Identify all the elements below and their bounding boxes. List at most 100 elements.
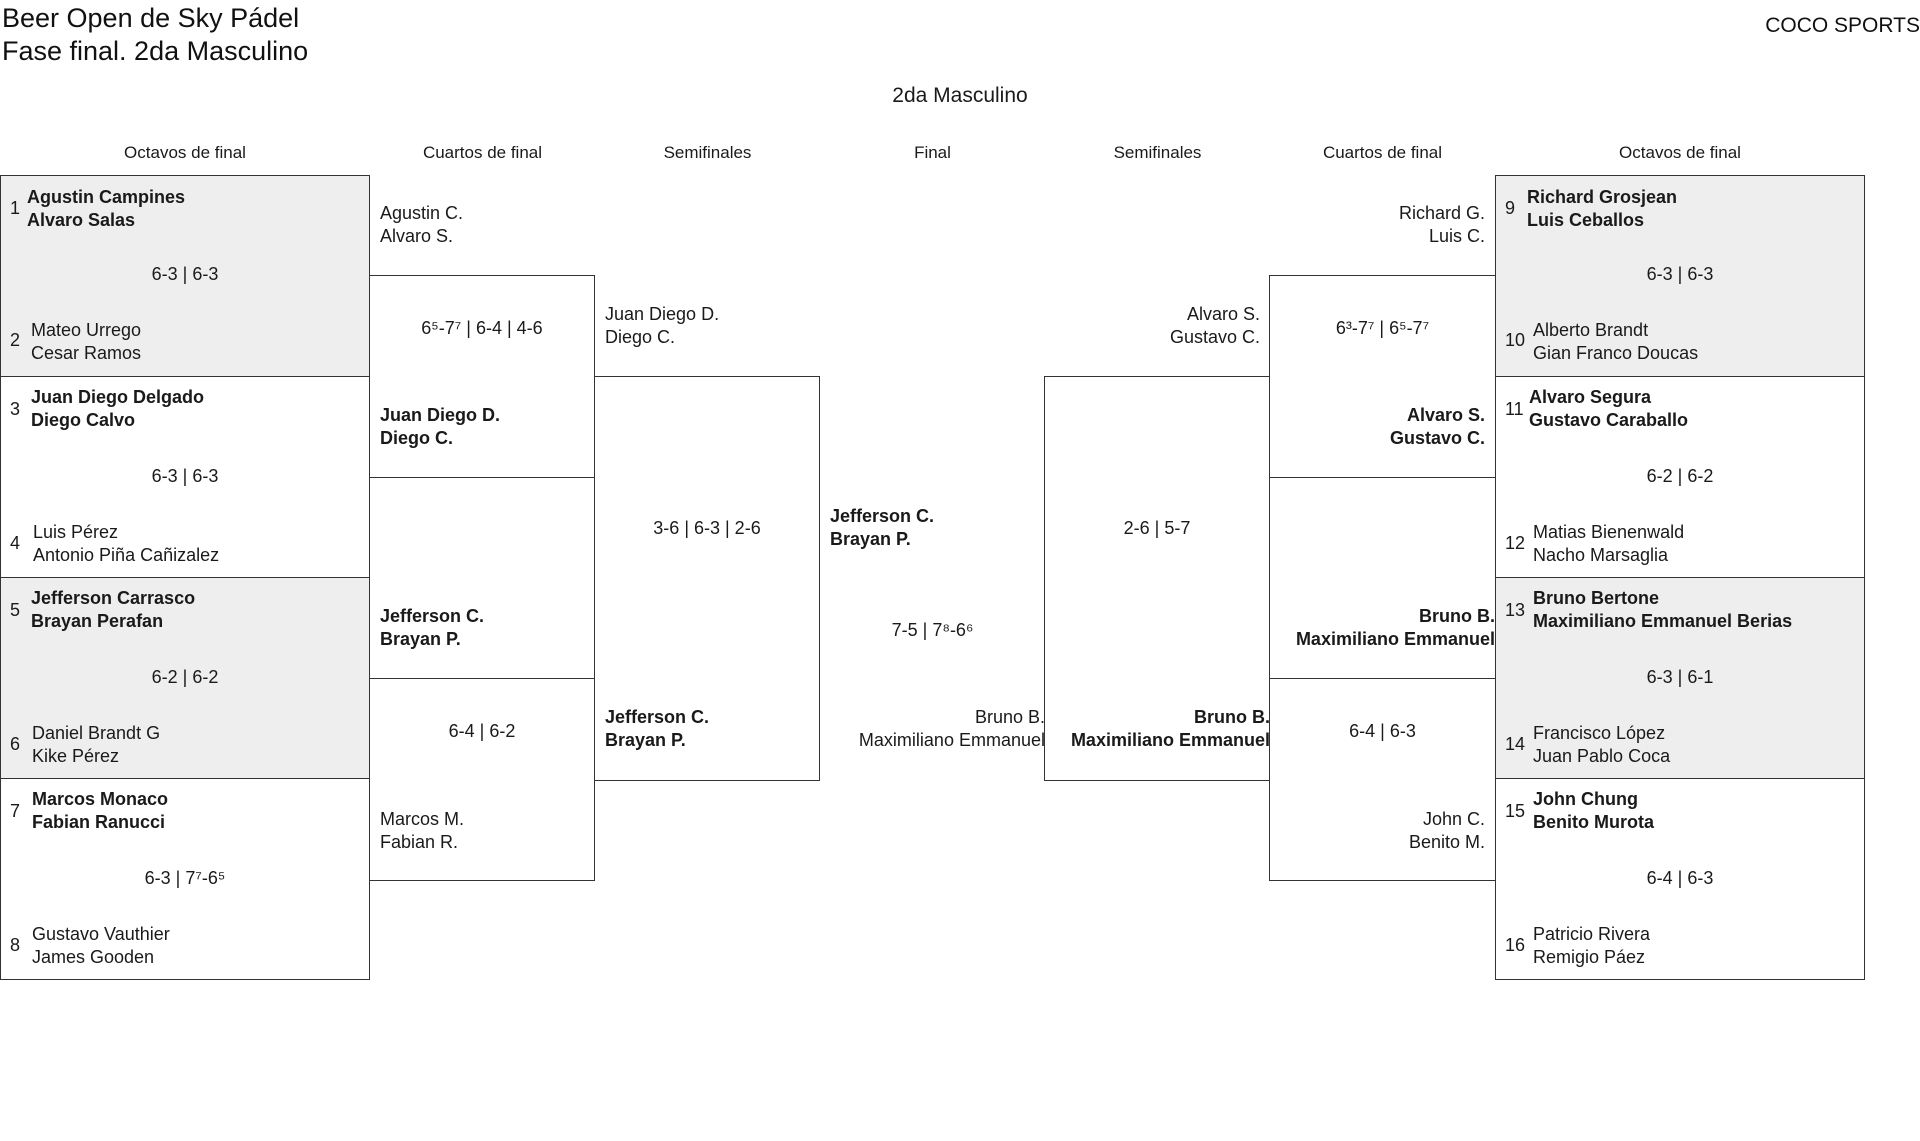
seed-number: 13: [1505, 600, 1526, 620]
team-winner[interactable]: Agustin Campines Alvaro Salas: [27, 186, 185, 232]
team-champion[interactable]: Jefferson C. Brayan P.: [830, 505, 934, 551]
team-loser[interactable]: Richard G. Luis C.: [1269, 202, 1485, 248]
seed-number: 3: [10, 399, 21, 419]
team-loser[interactable]: Alvaro S. Gustavo C.: [1044, 303, 1260, 349]
player-name: Cesar Ramos: [31, 343, 142, 363]
player-name: Juan Diego Delgado: [31, 387, 205, 407]
team-winner[interactable]: Alvaro S. Gustavo C.: [1269, 404, 1485, 450]
player-name: Gustavo C.: [1169, 327, 1260, 347]
player-name: Brayan P.: [830, 529, 911, 549]
player-name: John C.: [1422, 809, 1485, 829]
round-header-final: Final: [914, 143, 951, 162]
player-name: Bruno Bertone: [1533, 588, 1659, 608]
team-winner[interactable]: Richard Grosjean Luis Ceballos: [1527, 186, 1677, 232]
match-score: 6-3 | 6-3: [1646, 264, 1714, 284]
match-score: 6-2 | 6-2: [1646, 466, 1714, 486]
player-name: Alvaro S.: [380, 226, 454, 246]
player-name: Bruno B.: [974, 707, 1045, 727]
match-score: 6-3 | 6-1: [1646, 667, 1714, 687]
match-box-octavos-left-3[interactable]: [0, 577, 370, 779]
round-header-octavos-left: Octavos de final: [124, 143, 246, 162]
match-score: 6-4 | 6-3: [1646, 868, 1714, 888]
match-score: 2-6 | 5-7: [1123, 518, 1191, 538]
team-loser[interactable]: Mateo Urrego Cesar Ramos: [31, 319, 141, 365]
match-score: 6-2 | 6-2: [151, 667, 219, 687]
team-loser[interactable]: Francisco López Juan Pablo Coca: [1533, 722, 1670, 768]
team-loser[interactable]: Matias Bienenwald Nacho Marsaglia: [1533, 521, 1684, 567]
player-name: Juan Pablo Coca: [1533, 746, 1671, 766]
player-name: Jefferson C.: [380, 606, 485, 626]
player-name: Benito M.: [1408, 832, 1485, 852]
seed-number: 6: [10, 734, 21, 754]
seed-number: 14: [1505, 734, 1526, 754]
team-loser[interactable]: Daniel Brandt G Kike Pérez: [32, 722, 160, 768]
team-winner[interactable]: Bruno B. Maximiliano Emmanuel: [1269, 605, 1495, 651]
player-name: Juan Diego D.: [605, 304, 720, 324]
team-loser[interactable]: Luis Pérez Antonio Piña Cañizalez: [33, 521, 219, 567]
player-name: Mateo Urrego: [31, 320, 142, 340]
match-score: 3-6 | 6-3 | 2-6: [653, 518, 761, 538]
team-winner[interactable]: Juan Diego D. Diego C.: [380, 404, 500, 450]
round-header-cuartos-right: Cuartos de final: [1322, 143, 1443, 162]
round-header-cuartos-left: Cuartos de final: [422, 143, 543, 162]
player-name: Bruno B.: [1194, 707, 1270, 727]
seed-number: 10: [1505, 330, 1526, 350]
team-loser[interactable]: Marcos M. Fabian R.: [380, 808, 464, 854]
seed-number: 2: [10, 330, 21, 350]
team-winner[interactable]: Jefferson Carrasco Brayan Perafan: [31, 587, 195, 633]
team-winner[interactable]: Jefferson C. Brayan P.: [380, 605, 484, 651]
team-loser[interactable]: Gustavo Vauthier James Gooden: [32, 923, 170, 969]
player-name: Richard Grosjean: [1527, 187, 1678, 207]
team-loser[interactable]: John C. Benito M.: [1269, 808, 1485, 854]
match-score: 6-3 | 6-3: [151, 466, 219, 486]
team-winner[interactable]: Marcos Monaco Fabian Ranucci: [32, 788, 168, 834]
player-name: John Chung: [1533, 789, 1638, 809]
match-score: 6-4 | 6-2: [448, 721, 516, 741]
player-name: Diego Calvo: [31, 410, 136, 430]
player-name: Gian Franco Doucas: [1533, 343, 1699, 363]
title-line-1: Beer Open de Sky Pádel: [2, 3, 300, 33]
team-loser[interactable]: Juan Diego D. Diego C.: [605, 303, 719, 349]
player-name: Alvaro S.: [1186, 304, 1260, 324]
round-header-octavos-right: Octavos de final: [1619, 143, 1741, 162]
team-winner[interactable]: John Chung Benito Murota: [1533, 788, 1654, 834]
round-header-semis-right: Semifinales: [1113, 143, 1202, 162]
player-name: Alvaro Segura: [1529, 387, 1652, 407]
player-name: Luis Ceballos: [1527, 210, 1645, 230]
player-name: Marcos Monaco: [32, 789, 169, 809]
player-name: Alberto Brandt: [1533, 320, 1649, 340]
player-name: Gustavo Caraballo: [1529, 410, 1689, 430]
match-box-octavos-right-1[interactable]: [1495, 175, 1865, 377]
player-name: Fabian R.: [380, 832, 459, 852]
team-loser[interactable]: Patricio Rivera Remigio Páez: [1533, 923, 1650, 969]
player-name: Diego C.: [605, 327, 676, 347]
team-winner[interactable]: Bruno B. Maximiliano Emmanuel: [1044, 706, 1270, 752]
final-score: 7-5 | 7⁸-6⁶: [891, 620, 974, 640]
player-name: Maximiliano Emmanuel: [1070, 730, 1270, 750]
team-loser[interactable]: Alberto Brandt Gian Franco Doucas: [1533, 319, 1698, 365]
team-loser[interactable]: Agustin C. Alvaro S.: [380, 202, 463, 248]
seed-number: 1: [10, 198, 21, 218]
team-winner[interactable]: Juan Diego Delgado Diego Calvo: [31, 386, 204, 432]
player-name: Brayan P.: [380, 629, 461, 649]
seed-number: 4: [10, 533, 21, 553]
team-winner[interactable]: Alvaro Segura Gustavo Caraballo: [1529, 386, 1688, 432]
match-box-semis-right[interactable]: [1044, 376, 1270, 781]
seed-number: 12: [1505, 533, 1526, 553]
team-winner[interactable]: Jefferson C. Brayan P.: [605, 706, 709, 752]
player-name: Luis Pérez: [33, 522, 119, 542]
team-runner-up[interactable]: Bruno B. Maximiliano Emmanuel: [820, 706, 1045, 752]
player-name: Luis C.: [1428, 226, 1485, 246]
match-box-octavos-right-4[interactable]: [1495, 778, 1865, 980]
player-name: Kike Pérez: [32, 746, 120, 766]
player-name: James Gooden: [32, 947, 155, 967]
match-box-semis-left[interactable]: [594, 376, 820, 781]
player-name: Juan Diego D.: [380, 405, 501, 425]
player-name: Remigio Páez: [1533, 947, 1646, 967]
seed-number: 9: [1505, 198, 1516, 218]
player-name: Nacho Marsaglia: [1533, 545, 1669, 565]
match-box-octavos-left-1[interactable]: [0, 175, 370, 377]
player-name: Alvaro S.: [1406, 405, 1485, 425]
team-winner[interactable]: Bruno Bertone Maximiliano Emmanuel Beria…: [1533, 587, 1792, 633]
seed-number: 7: [10, 801, 21, 821]
